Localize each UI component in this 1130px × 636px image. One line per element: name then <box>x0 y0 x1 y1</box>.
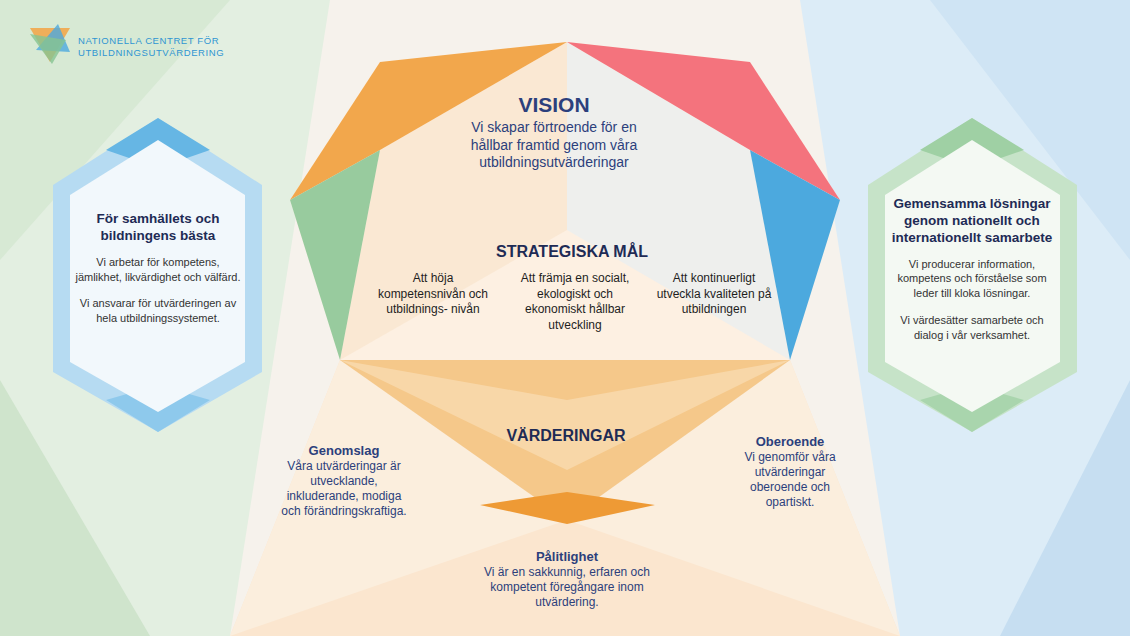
heading: Genomslag <box>279 443 409 459</box>
heading: VÄRDERINGAR <box>491 426 641 445</box>
body-text: Våra utvärderingar är utvecklande, inklu… <box>279 459 409 519</box>
heading: För samhällets och bildningens bästa <box>74 211 242 245</box>
hexagon-outline <box>53 118 262 432</box>
heading: Pålitlighet <box>467 549 667 565</box>
body-text: Vi genomför våra utvärderingar oberoende… <box>730 450 850 510</box>
logo-text: NATIONELLA CENTRET FÖR UTBILDNINGSUTVÄRD… <box>78 35 228 59</box>
heading: VISION <box>454 92 654 117</box>
logo-mark <box>30 34 66 64</box>
heading: Oberoende <box>730 434 850 450</box>
values-tip <box>480 492 655 524</box>
hexagon-box: Gemensamma lösningar genom nationellt oc… <box>886 196 1058 355</box>
body-text: Vi värdesätter samarbete och dialog i vå… <box>886 313 1058 343</box>
value-box: PålitlighetVi är en sakkunnig, erfaren o… <box>467 549 667 610</box>
goal-columns: Att höja kompetensnivån och utbildnings-… <box>372 271 772 333</box>
goals-box: STRATEGISKA MÅL Att höja kompetensnivån o… <box>372 242 772 334</box>
goal-text: Att främja en socialt, ekologiskt och ek… <box>511 271 639 333</box>
heading: STRATEGISKA MÅL <box>372 242 772 261</box>
hexagon-inner <box>70 140 245 412</box>
vision-box: VISIONVi skapar förtroende för en hållba… <box>454 92 654 172</box>
body-text: Vi producerar information, kompetens och… <box>886 257 1058 302</box>
central-shape <box>290 42 840 360</box>
hexagon-box: För samhällets och bildningens bästa Vi a… <box>74 211 242 338</box>
hexagon-outline <box>868 118 1077 432</box>
blue-band <box>750 150 840 360</box>
body-text: Vi skapar förtroende för en hållbar fram… <box>454 119 654 172</box>
values-facet <box>340 360 790 470</box>
value-box: OberoendeVi genomför våra utvärderingar … <box>730 434 850 510</box>
body-text: Vi ansvarar för utvärderingen av hela ut… <box>74 296 242 326</box>
value-box: GenomslagVåra utvärderingar är utvecklan… <box>279 443 409 519</box>
body-text: Vi arbetar för kompetens, jämlikhet, lik… <box>74 255 242 285</box>
body-text: Vi är en sakkunnig, erfaren och kompeten… <box>467 565 667 610</box>
hexagon-inner <box>885 140 1060 412</box>
green-facet <box>0 380 150 636</box>
blue-facet <box>1000 380 1130 636</box>
green-band <box>290 150 380 360</box>
peach-facet <box>230 360 900 636</box>
values-heading-box: VÄRDERINGAR <box>491 426 641 455</box>
goal-text: Att höja kompetensnivån och utbildnings-… <box>372 271 494 318</box>
goal-text: Att kontinuerligt utveckla kvaliteten på… <box>656 271 772 318</box>
heading: Gemensamma lösningar genom nationellt oc… <box>886 196 1058 247</box>
